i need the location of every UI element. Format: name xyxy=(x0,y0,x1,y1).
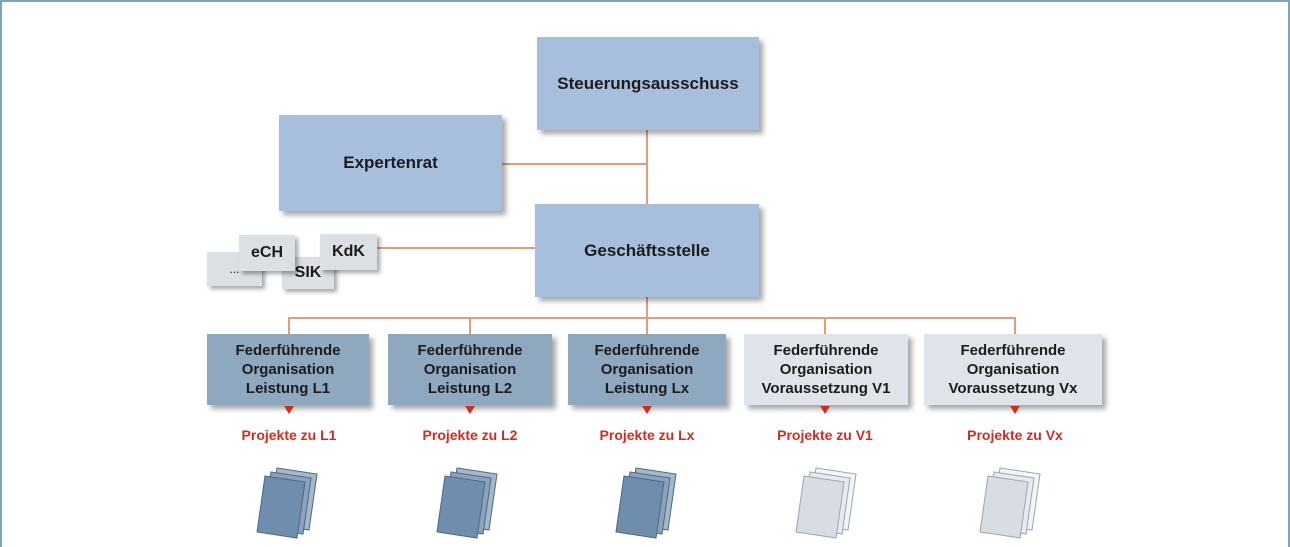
partner-kdk-box: KdK xyxy=(320,234,377,270)
arrow-down-icon xyxy=(284,406,294,414)
steering-committee-box: Steuerungsausschuss xyxy=(537,37,759,130)
partner-sik-label: SIK xyxy=(294,264,322,281)
connector-org3 xyxy=(646,317,648,334)
office-label: Geschäftsstelle xyxy=(584,240,710,260)
org-lx-line-3: Leistung Lx xyxy=(604,380,690,397)
document-stack-icon xyxy=(436,467,498,539)
org-box-lx: Federführende Organisation Leistung Lx xyxy=(568,334,726,405)
arrow-down-icon xyxy=(642,406,652,414)
org-box-vx: Federführende Organisation Voraussetzung… xyxy=(924,334,1102,405)
org-l1-line-3: Leistung L1 xyxy=(245,380,331,397)
partner-ech-label: eCH xyxy=(250,244,283,261)
connector-org2 xyxy=(469,317,471,334)
document-stack-icon xyxy=(979,467,1041,539)
projects-label-vx: Projekte zu Vx xyxy=(967,427,1063,443)
projects-label-l1: Projekte zu L1 xyxy=(241,427,337,443)
org-box-l1: Federführende Organisation Leistung L1 xyxy=(207,334,369,405)
org-l1-line-2: Organisation xyxy=(241,361,335,378)
connector-steering-office xyxy=(646,130,648,204)
projects-label-lx: Projekte zu Lx xyxy=(599,427,695,443)
org-l2-line-3: Leistung L2 xyxy=(427,380,513,397)
org-vx-line-3: Voraussetzung Vx xyxy=(948,380,1078,397)
connector-experts xyxy=(502,163,648,165)
document-stack-icon xyxy=(615,467,677,539)
arrow-down-icon xyxy=(820,406,830,414)
expert-council-box: Expertenrat xyxy=(279,115,502,211)
partner-ellipsis-label: ... xyxy=(229,262,240,276)
expert-council-label: Expertenrat xyxy=(343,153,438,172)
steering-committee-label: Steuerungsausschuss xyxy=(557,73,739,93)
connector-org4 xyxy=(824,317,826,334)
connector-bus xyxy=(288,317,1016,319)
projects-label-v1: Projekte zu V1 xyxy=(777,427,873,443)
org-l2-line-2: Organisation xyxy=(423,361,517,378)
org-l1-line-1: Federführende xyxy=(235,342,341,359)
arrow-down-icon xyxy=(1010,406,1020,414)
partner-kdk-label: KdK xyxy=(332,243,365,260)
connector-partners xyxy=(377,247,535,249)
document-stack-icon xyxy=(256,467,318,539)
org-box-l2: Federführende Organisation Leistung L2 xyxy=(388,334,552,405)
org-vx-line-2: Organisation xyxy=(966,361,1060,378)
org-v1-line-2: Organisation xyxy=(779,361,873,378)
office-box: Geschäftsstelle xyxy=(535,204,759,297)
projects-label-l2: Projekte zu L2 xyxy=(422,427,518,443)
org-l2-line-1: Federführende xyxy=(417,342,523,359)
arrow-down-icon xyxy=(465,406,475,414)
connector-office-down xyxy=(646,297,648,317)
connector-org5 xyxy=(1014,317,1016,334)
org-vx-line-1: Federführende xyxy=(960,342,1066,359)
org-lx-line-2: Organisation xyxy=(600,361,694,378)
org-lx-line-1: Federführende xyxy=(594,342,700,359)
org-box-v1: Federführende Organisation Voraussetzung… xyxy=(744,334,908,405)
org-v1-line-1: Federführende xyxy=(773,342,879,359)
document-stack-icon xyxy=(795,467,857,539)
org-v1-line-3: Voraussetzung V1 xyxy=(761,380,891,397)
partner-ech-box: eCH xyxy=(239,235,295,271)
connector-org1 xyxy=(288,317,290,334)
